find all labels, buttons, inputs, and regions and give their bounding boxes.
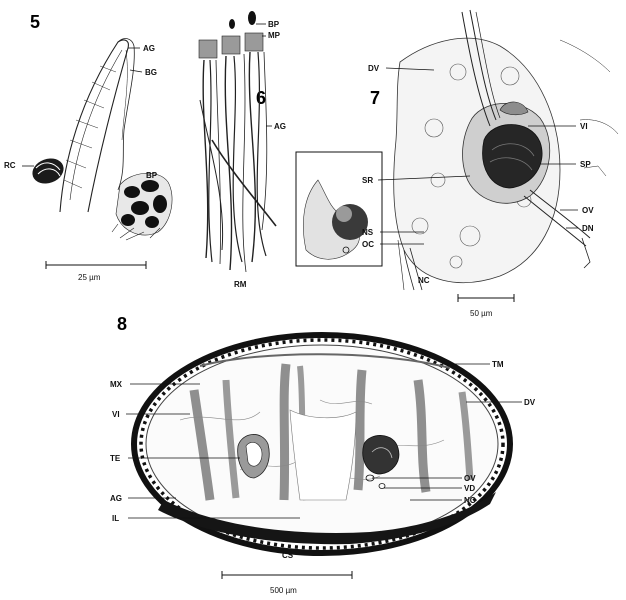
label-5-ag: AG	[143, 44, 155, 53]
label-7-sr: SR	[362, 176, 373, 185]
scale-8-label: 500 µm	[270, 586, 297, 595]
label-6-mp: MP	[268, 31, 281, 40]
panel-7: 7	[296, 10, 618, 318]
label-8-vd: VD	[464, 484, 475, 493]
scale-bar-5: 25 µm	[46, 261, 146, 282]
panel-8-cross-section	[134, 335, 510, 553]
label-6-rm: RM	[234, 280, 247, 289]
label-6-ag: AG	[274, 122, 286, 131]
label-8-nc: NC	[464, 496, 476, 505]
scale-5-label: 25 µm	[78, 273, 101, 282]
testis-right	[363, 435, 399, 474]
label-8-il: IL	[112, 514, 119, 523]
panel-7-reproductive-tissue	[394, 10, 618, 290]
label-7-nc: NC	[418, 276, 430, 285]
label-7-dn: DN	[582, 224, 594, 233]
label-5-bg: BG	[145, 68, 157, 77]
label-8-ov: OV	[464, 474, 476, 483]
label-7-vi: VI	[580, 122, 588, 131]
scale-bar-7: 50 µm	[458, 294, 514, 318]
label-5-rc: RC	[4, 161, 16, 170]
panel-6-gland-bundle	[199, 11, 276, 272]
panel-7-number: 7	[370, 88, 380, 108]
panel-8-number: 8	[117, 314, 127, 334]
rc-ringed-cell	[29, 154, 67, 187]
label-7-dv: DV	[368, 64, 380, 73]
label-8-te: TE	[110, 454, 121, 463]
label-5-bp: BP	[146, 171, 158, 180]
label-8-ag: AG	[110, 494, 122, 503]
label-8-mx: MX	[110, 380, 123, 389]
label-6-bp: BP	[268, 20, 280, 29]
bp-pigment-cluster	[112, 173, 172, 240]
scale-7-label: 50 µm	[470, 309, 493, 318]
label-7-oc: OC	[362, 240, 374, 249]
panel-8: 8	[110, 314, 536, 595]
scale-bar-8: 500 µm	[222, 571, 352, 595]
label-7-ov: OV	[582, 206, 594, 215]
label-8-dv: DV	[524, 398, 536, 407]
label-8-tm: TM	[492, 360, 504, 369]
panel-6: 6 BP MP AG RM	[199, 11, 286, 289]
panel-6-number: 6	[256, 88, 266, 108]
label-8-cs: CS	[282, 551, 294, 560]
label-7-ns: NS	[362, 228, 374, 237]
panel-5: 5	[4, 12, 172, 282]
label-7-sp: SP	[580, 160, 591, 169]
panel-5-number: 5	[30, 12, 40, 32]
label-8-vi: VI	[112, 410, 120, 419]
